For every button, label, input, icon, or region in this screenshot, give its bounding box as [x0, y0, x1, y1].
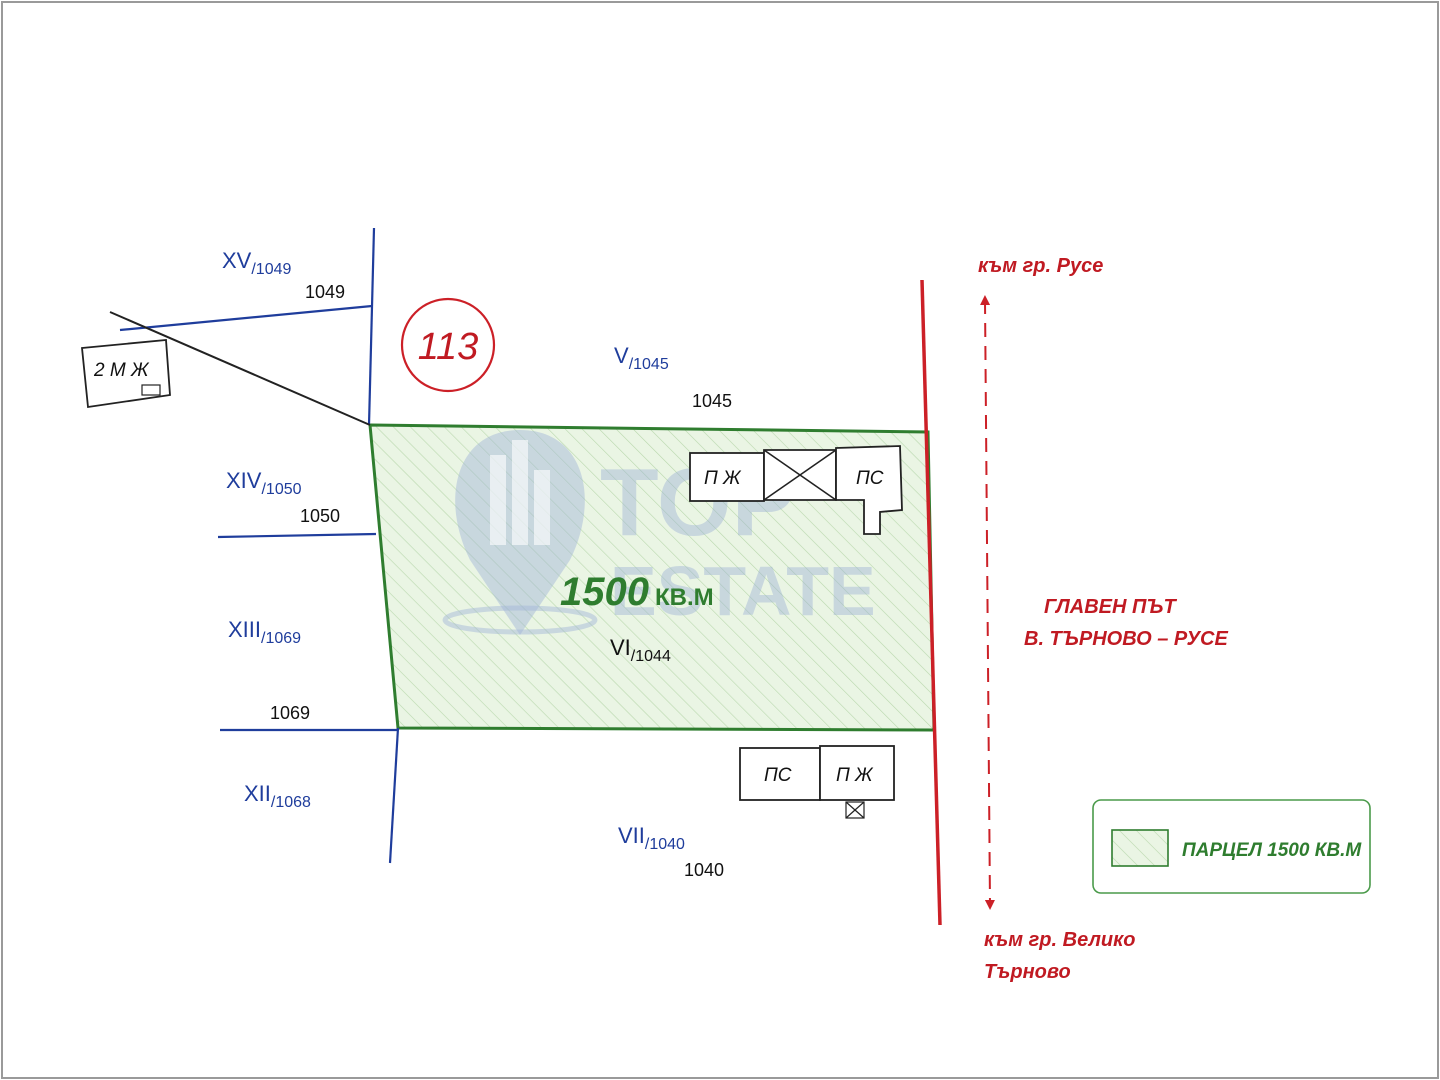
main-road-label-line1: ГЛАВЕН ПЪТ [1044, 596, 1177, 618]
main-road-label-line2: В. ТЪРНОВО – РУСЕ [1024, 628, 1228, 650]
neighbor-v-label: V/1045 [614, 343, 669, 373]
neighbor-xiii-number: 1069 [270, 703, 310, 723]
neighbor-xiii-label: XIII/1069 [228, 617, 301, 647]
building-ps-bottom-label: ПС [764, 765, 792, 786]
road-direction-arrow [980, 295, 995, 910]
boundary-vertical-south [388, 727, 400, 864]
legend-label: ПАРЦЕЛ 1500 КВ.М [1182, 840, 1362, 861]
plot-area-unit: КВ.М [655, 584, 714, 611]
neighbor-xv-number: 1049 [305, 282, 345, 302]
building-2mzh: 2 М Ж [81, 339, 171, 409]
neighbor-v-number: 1045 [692, 391, 732, 411]
boundary-vertical-north [367, 227, 376, 426]
legend-swatch [1111, 829, 1169, 867]
building-pzh-bottom-label: П Ж [836, 765, 874, 786]
legend: ПАРЦЕЛ 1500 КВ.М [1092, 799, 1371, 894]
plot-area-value: 1500 [560, 570, 649, 614]
road-to-ruse-label: към гр. Русе [978, 255, 1103, 277]
neighbor-xiv-number: 1050 [300, 506, 340, 526]
watermark-logo: TOP ESTATE [442, 430, 876, 635]
neighbor-vii-number: 1040 [684, 860, 724, 880]
neighbor-vii-label: VII/1040 [618, 823, 685, 853]
plot-id-label: VI/1044 [610, 635, 671, 665]
building-group-bottom: ПС П Ж [739, 745, 895, 819]
neighbor-xv-label: XV/1049 [222, 248, 292, 278]
parcel-number-circle [400, 297, 496, 393]
building-ps-top-label: ПС [856, 468, 884, 489]
main-road-line [920, 279, 942, 926]
building-2mzh-label: 2 М Ж [93, 360, 150, 381]
road-to-vt-label-line2: Търново [984, 961, 1071, 983]
boundary-diagonal [109, 311, 371, 426]
boundary-xiv-1050 [217, 532, 377, 539]
building-pzh-top-label: П Ж [704, 468, 742, 489]
watermark-text-estate: ESTATE [610, 552, 876, 630]
building-group-top: П Ж ПС [689, 445, 903, 535]
neighbor-xiv-label: XIV/1050 [226, 468, 302, 498]
boundary-xv-1049 [119, 304, 373, 332]
parcel-number: 113 [418, 326, 479, 368]
road-to-vt-label-line1: към гр. Велико [984, 929, 1135, 951]
neighbor-xii-label: XII/1068 [244, 781, 311, 811]
